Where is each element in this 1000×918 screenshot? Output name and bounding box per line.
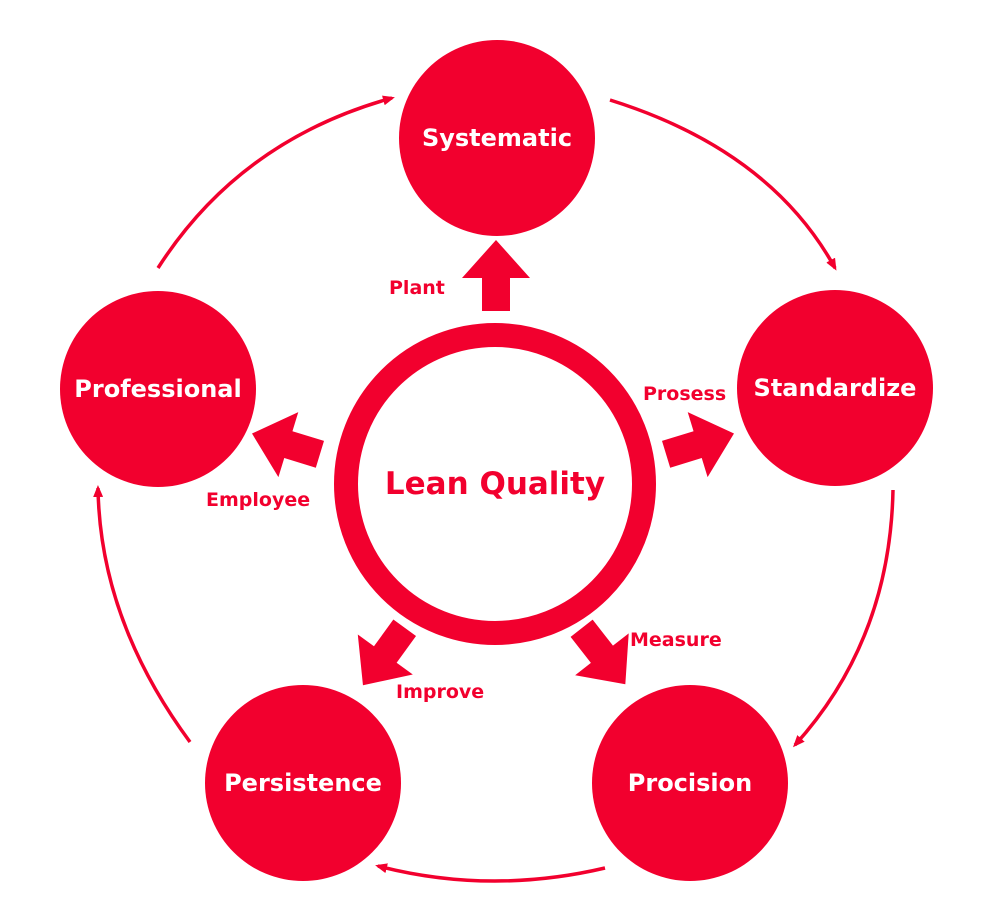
node-label-persistence: Persistence (224, 769, 382, 797)
center-hub: Lean Quality (334, 323, 656, 645)
node-circle-procision (592, 685, 788, 881)
cycle-arc-procision-to-persistence (375, 863, 606, 883)
center-label: Lean Quality (385, 466, 605, 502)
node-circle-professional (60, 291, 256, 487)
spoke-labels: Plant Prosess Measure Improve Employee (206, 277, 726, 703)
spoke-arrow-prosess (661, 412, 734, 478)
node-label-standardize: Standardize (754, 374, 917, 402)
cycle-arc-professional-to-systematic (156, 95, 395, 269)
node-professional: Professional (60, 291, 256, 487)
cycle-arc-systematic-to-standardize (609, 98, 837, 271)
node-circle-standardize (737, 290, 933, 486)
cycle-arc-standardize-to-procision (792, 489, 895, 748)
spoke-label-improve: Improve (396, 681, 484, 703)
spoke-label-prosess: Prosess (643, 383, 726, 405)
node-standardize: Standardize (737, 290, 933, 486)
spoke-label-employee: Employee (206, 489, 310, 511)
spoke-label-plant: Plant (389, 277, 445, 299)
spoke-arrows (252, 240, 734, 686)
spoke-arrow-plant (462, 240, 530, 311)
node-procision: Procision (592, 685, 788, 881)
center-ring (334, 323, 656, 645)
spoke-arrow-employee (252, 412, 325, 478)
node-circle-persistence (205, 685, 401, 881)
node-systematic: Systematic (399, 40, 595, 236)
cycle-arcs (93, 95, 895, 883)
spoke-arrow-measure (570, 619, 629, 685)
cycle-arc-persistence-to-professional (93, 485, 192, 744)
node-label-systematic: Systematic (422, 124, 572, 152)
node-label-professional: Professional (74, 375, 241, 403)
spoke-label-measure: Measure (630, 629, 722, 651)
node-persistence: Persistence (205, 685, 401, 881)
spoke-arrow-improve (357, 619, 417, 686)
node-circle-systematic (399, 40, 595, 236)
node-label-procision: Procision (628, 769, 752, 797)
